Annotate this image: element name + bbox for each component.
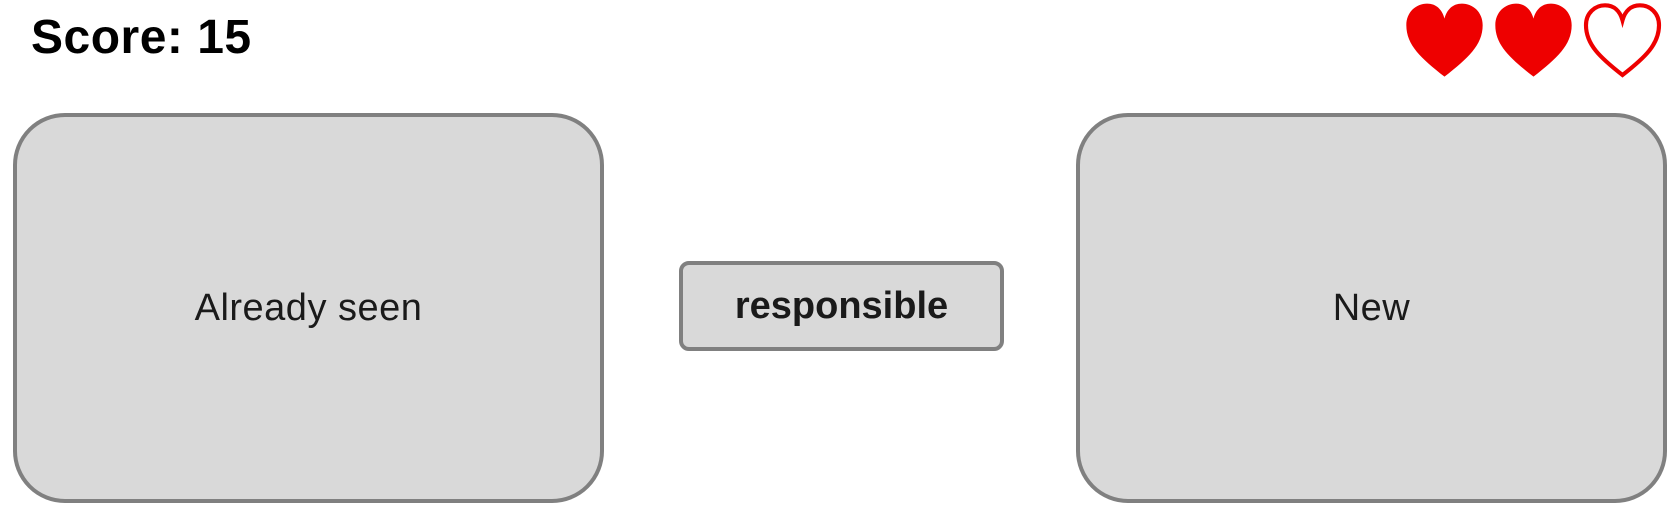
already-seen-button[interactable]: Already seen [13,113,604,503]
new-label: New [1332,286,1411,329]
already-seen-label: Already seen [194,286,423,329]
new-button[interactable]: New [1076,113,1667,503]
heart-filled-icon [1406,3,1483,77]
current-word-box: responsible [679,261,1004,351]
score-display: Score: 15 [31,11,252,64]
lives-indicator [1403,2,1664,80]
heart-filled-icon [1495,3,1572,77]
current-word: responsible [734,284,949,327]
heart-outline-icon [1583,3,1662,78]
